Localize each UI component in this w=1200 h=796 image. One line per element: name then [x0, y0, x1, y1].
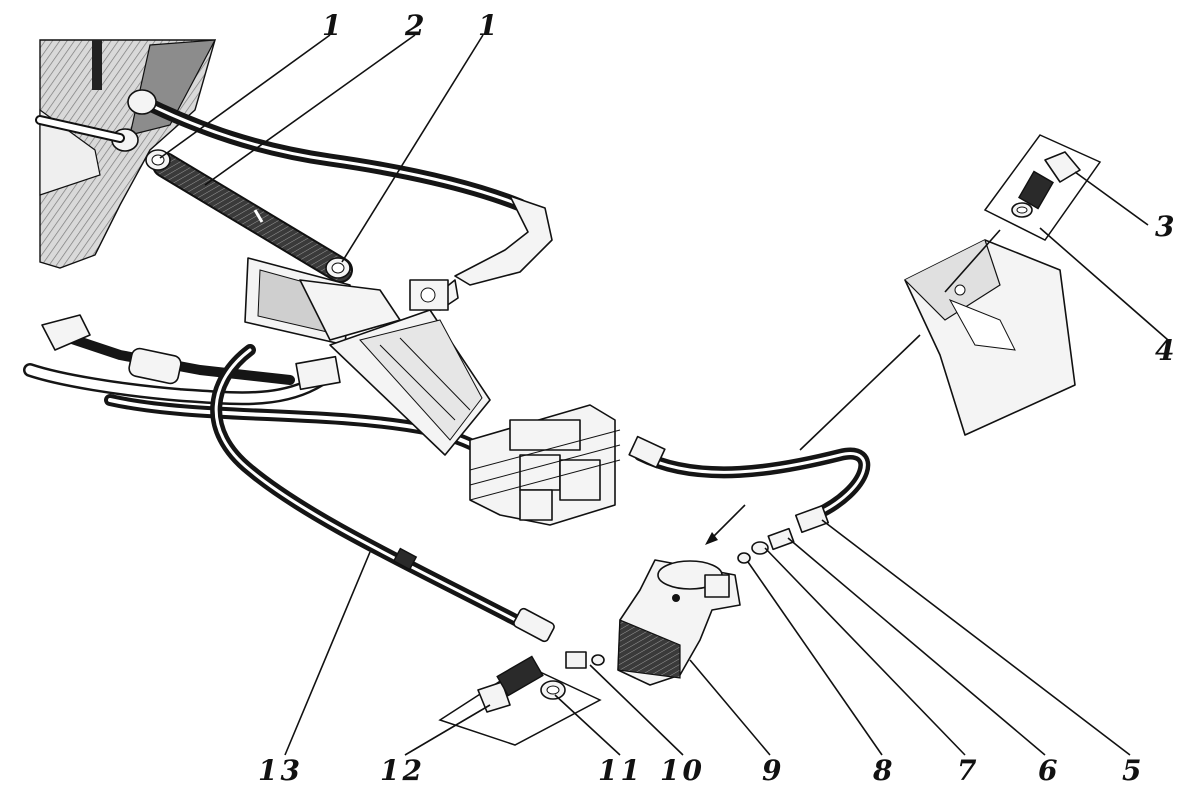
washer-8: [751, 541, 769, 555]
bolt-3-group: [983, 134, 1102, 241]
fitting-6: [794, 504, 830, 534]
bracket-leader: [799, 334, 921, 451]
callout-13: 13: [258, 754, 303, 787]
callout-10: 10: [660, 754, 705, 787]
callout-9: 9: [762, 754, 784, 787]
callout-2: 2: [404, 9, 427, 42]
hose-2: [152, 152, 353, 283]
tractor-frame-fragment: [39, 39, 217, 269]
hose-13: [210, 344, 555, 643]
callout-1-upper: 1: [322, 9, 344, 42]
clamp-1-lower: [325, 257, 351, 279]
frame-fittings: [35, 89, 157, 152]
callout-6: 6: [1038, 754, 1060, 787]
pump-mounting-plate: [244, 257, 401, 346]
callout-3: 3: [1155, 210, 1177, 243]
fitting-7: [767, 527, 795, 551]
filter-9: [617, 559, 741, 686]
bolt-12-group: [438, 655, 602, 746]
fitting-10: [565, 651, 605, 669]
hose-to-filter: [628, 435, 871, 521]
callout-12: 12: [380, 754, 425, 787]
valve-block: [469, 404, 621, 526]
callout-1-second: 1: [478, 9, 500, 42]
callout-7: 7: [957, 754, 979, 787]
callout-4: 4: [1155, 334, 1177, 367]
o-ring-small: [737, 552, 751, 564]
callout-leaders: [159, 34, 1169, 756]
distributor-valve: [295, 279, 491, 456]
callout-11: 11: [598, 754, 643, 787]
callout-5: 5: [1122, 754, 1144, 787]
callout-labels: 1 2 1 3 4 5 6 7 8 9 10 11 12 13: [258, 9, 1177, 787]
bolt3-leader: [944, 229, 1001, 293]
bracket-4: [904, 239, 1076, 436]
callout-8: 8: [872, 754, 895, 787]
flow-arrow: [705, 504, 746, 545]
